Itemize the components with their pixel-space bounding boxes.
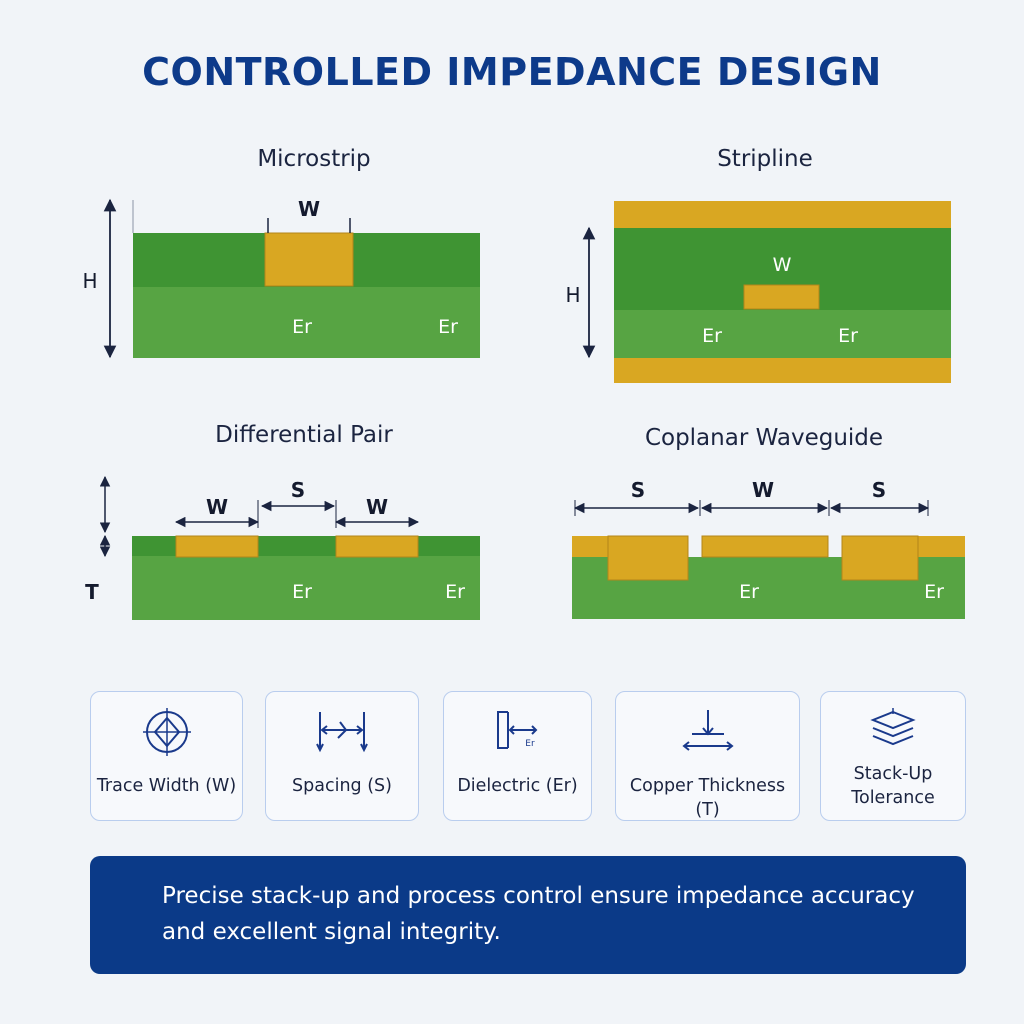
spacing-card: Spacing (S) (265, 691, 419, 821)
differential-pair-diagram: W S W T Er Er (85, 475, 480, 620)
cpw-left-ground (572, 536, 608, 557)
coplanar-waveguide-diagram: S W S Er Er (572, 478, 965, 619)
diff-w1-label: W (206, 495, 228, 519)
thickness-icon (681, 710, 734, 751)
microstrip-trace (264, 232, 354, 287)
cpw-left-conductor (607, 535, 689, 581)
diff-trace-1 (175, 535, 259, 558)
trace-width-card: Trace Width (W) (90, 691, 243, 821)
microstrip-er-label-1: Er (292, 316, 312, 338)
spacing-icon (316, 712, 368, 753)
target-icon (142, 708, 191, 756)
diff-w2-label: W (366, 495, 388, 519)
microstrip-er-label-2: Er (438, 316, 458, 338)
diff-t-label: T (85, 580, 99, 604)
cpw-center-trace (701, 535, 829, 558)
copper-thickness-card: Copper Thickness (T) (615, 691, 800, 821)
cpw-er-label-2: Er (924, 581, 944, 603)
microstrip-dielectric (133, 287, 480, 358)
stripline-w-label: W (773, 254, 792, 276)
stripline-diagram: W H Er Er (565, 201, 951, 383)
microstrip-w-label: W (298, 197, 320, 221)
cpw-s1-label: S (631, 478, 645, 502)
cpw-er-label-1: Er (739, 581, 759, 603)
diff-s-label: S (291, 478, 305, 502)
stripline-er-label-2: Er (838, 325, 858, 347)
stripline-bottom-plane (614, 358, 951, 383)
stripline-lower-dielectric (614, 310, 951, 358)
stack-up-label-line1: Stack-Up (853, 764, 933, 784)
diff-trace-2 (335, 535, 419, 558)
dielectric-card: Er Dielectric (Er) (443, 691, 592, 821)
layers-icon (870, 708, 916, 746)
microstrip-title: Microstrip (257, 146, 371, 172)
stripline-trace (743, 284, 820, 310)
dielectric-icon: Er (496, 711, 537, 749)
banner-line-2: and excellent signal integrity. (162, 919, 501, 945)
spacing-label: Spacing (S) (292, 776, 392, 796)
stripline-er-label-1: Er (702, 325, 722, 347)
dielectric-label: Dielectric (Er) (457, 776, 578, 796)
diff-dielectric (132, 556, 480, 620)
copper-thickness-label: Copper Thickness (T) (629, 776, 786, 820)
stripline-title: Stripline (717, 146, 813, 172)
cpw-w-label: W (752, 478, 774, 502)
microstrip-h-label: H (82, 269, 97, 293)
cross-section-diagrams: W H Er Er W H Er Er W S W T Er Er (82, 197, 965, 620)
cpw-right-ground (918, 536, 965, 557)
coplanar-waveguide-title: Coplanar Waveguide (644, 425, 884, 451)
stripline-top-plane (614, 201, 951, 228)
microstrip-diagram: W H Er Er (82, 197, 480, 359)
svg-text:Er: Er (525, 739, 535, 749)
trace-width-label: Trace Width (W) (96, 776, 237, 796)
diff-er-label-2: Er (445, 581, 465, 603)
summary-banner: Precise stack-up and process control ens… (90, 856, 966, 974)
diff-er-label-1: Er (292, 581, 312, 603)
banner-line-1: Precise stack-up and process control ens… (162, 883, 915, 909)
cpw-right-conductor (841, 535, 919, 581)
stack-up-tolerance-label: Stack-Up Tolerance (825, 762, 961, 810)
stack-up-label-line2: Tolerance (851, 788, 935, 808)
stripline-h-label: H (565, 283, 580, 307)
cpw-s2-label: S (872, 478, 886, 502)
differential-pair-title: Differential Pair (215, 422, 393, 448)
stack-up-tolerance-card: Stack-Up Tolerance (820, 691, 966, 821)
page-title: CONTROLLED IMPEDANCE DESIGN (142, 50, 882, 94)
